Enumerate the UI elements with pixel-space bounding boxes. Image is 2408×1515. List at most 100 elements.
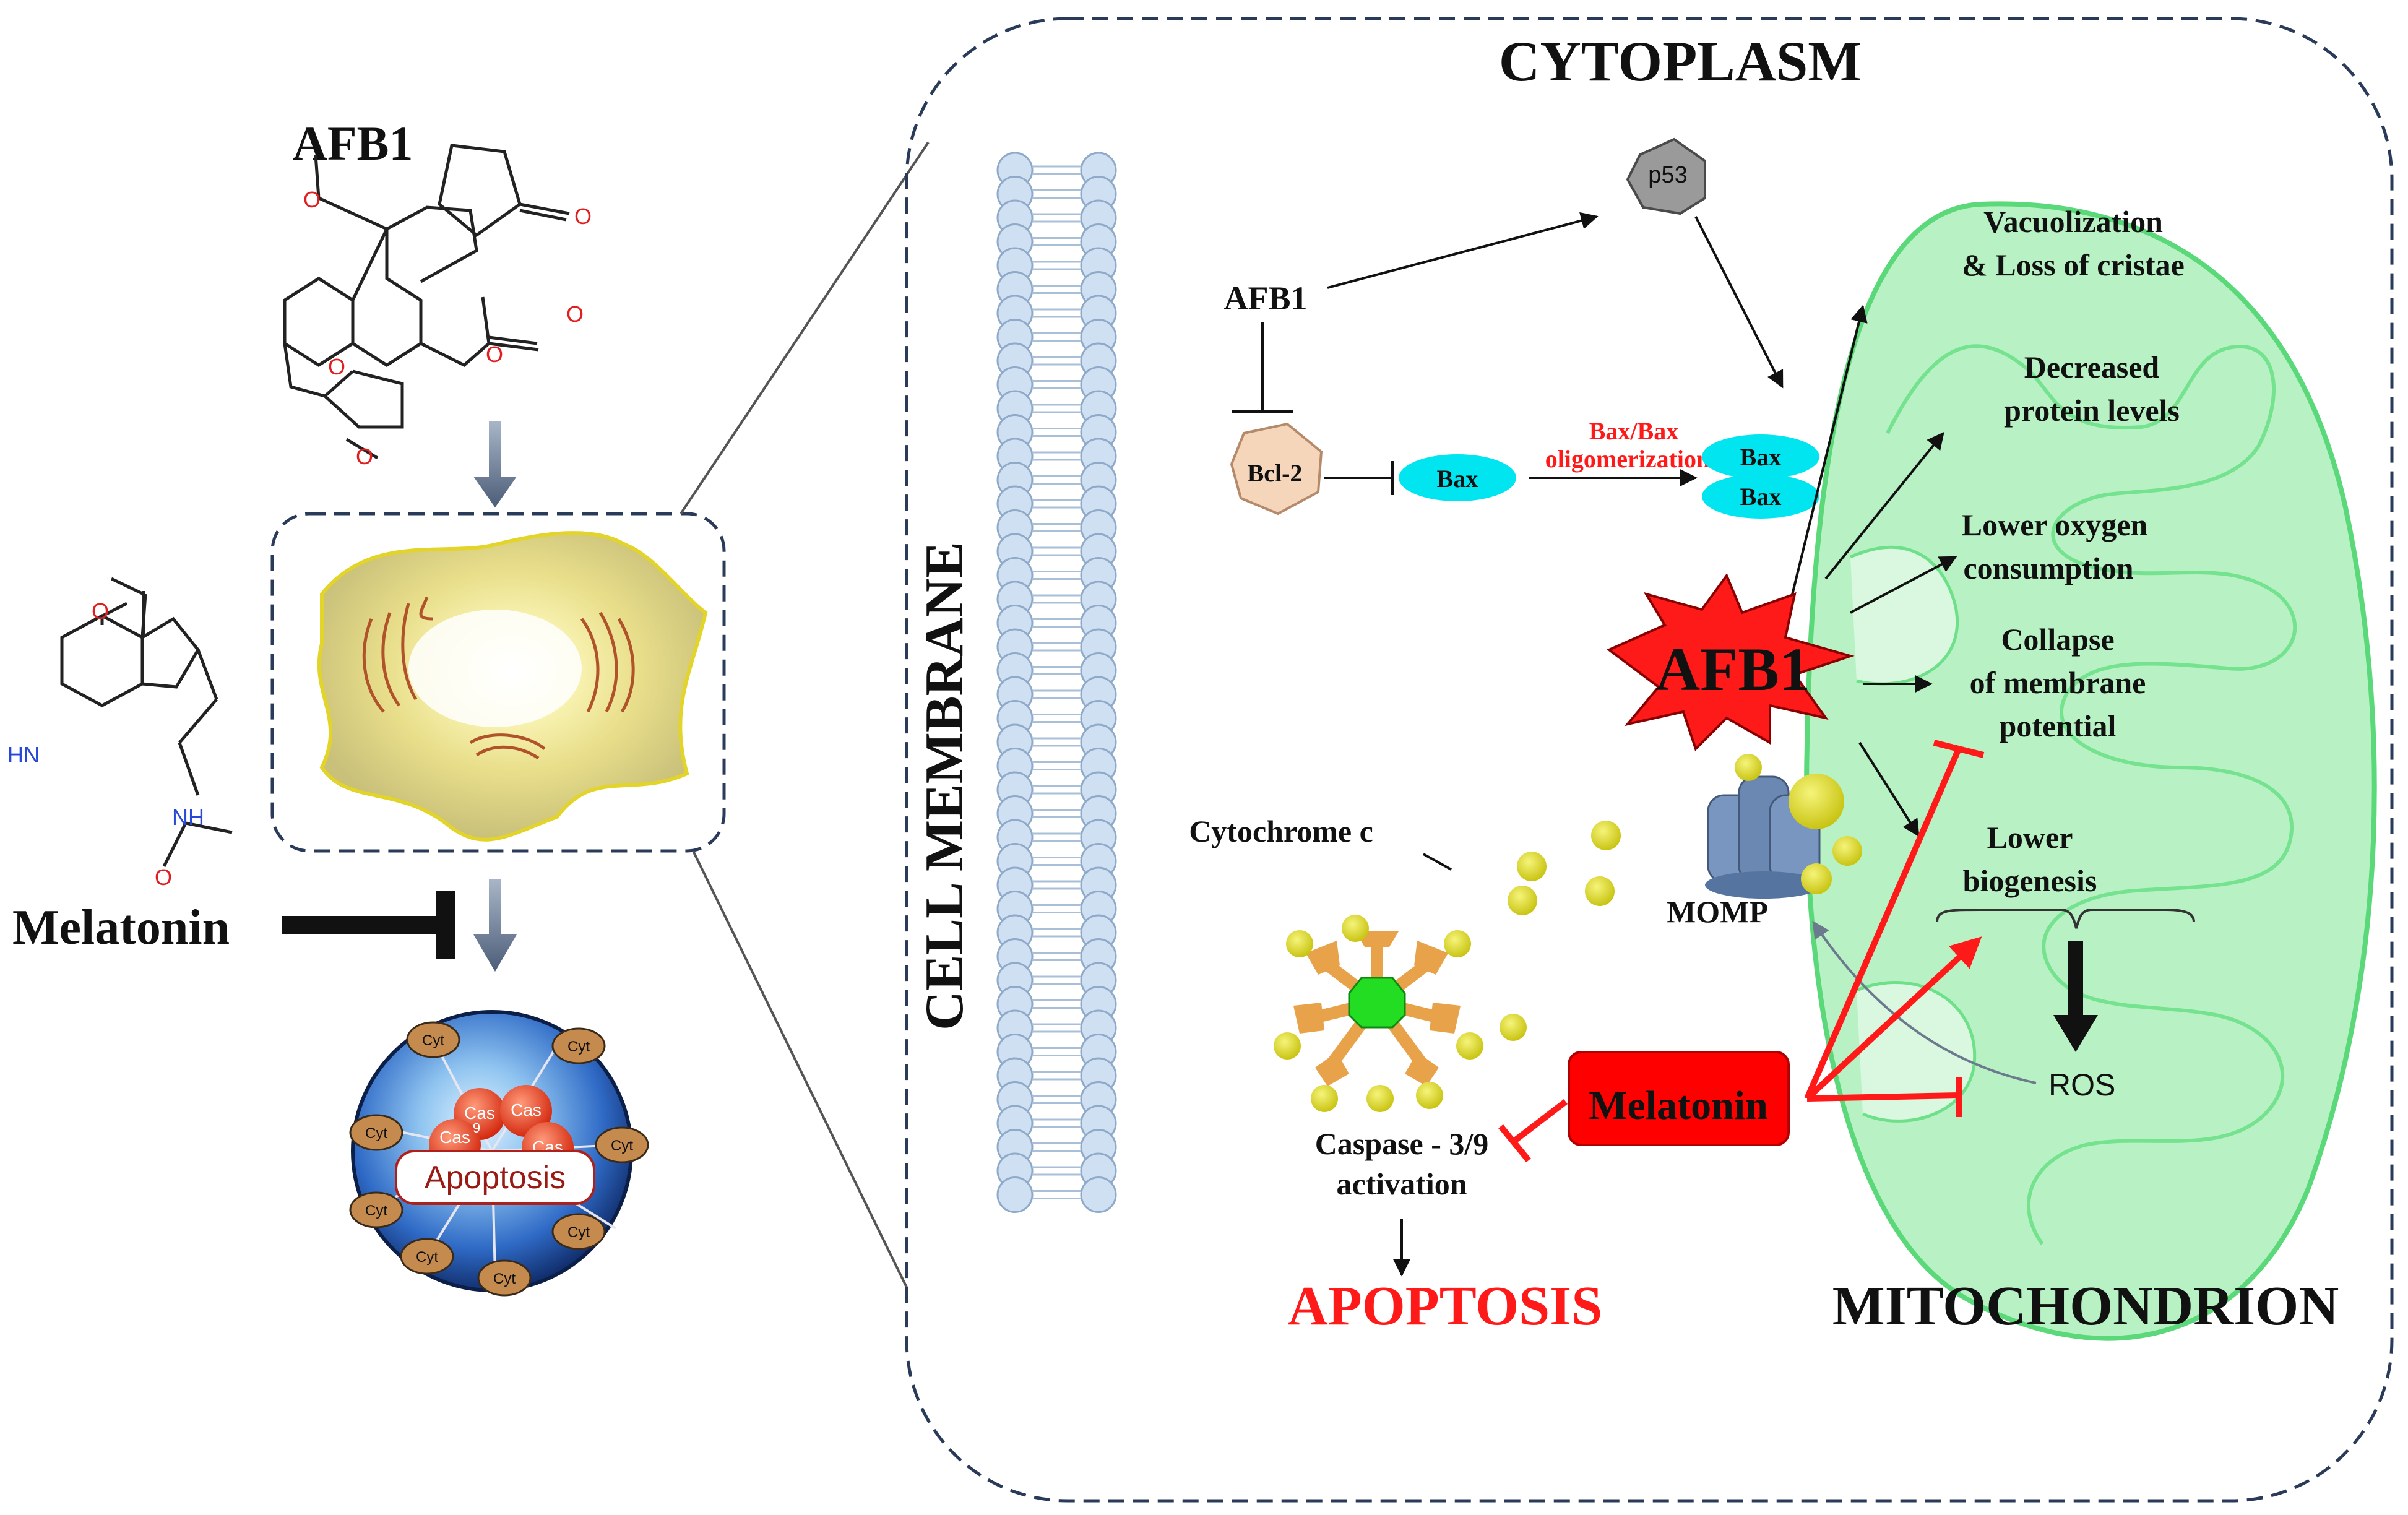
bcl2-label: Bcl-2 [1248,459,1303,487]
svg-text:Cyt: Cyt [567,1224,590,1241]
melatonin-structure-icon [60,591,233,868]
cell-dashed-frame [270,512,726,853]
cytoplasm-dashed-frame [905,17,2394,1503]
cytochrome-c-leader [1423,853,1452,871]
cytoplasm-title: CYTOPLASM [1499,30,1862,93]
nucleus [408,610,582,727]
p53-node [1626,137,1706,215]
oligomerization-label-2: oligomerization [1545,445,1711,473]
svg-text:Decreased: Decreased [2024,350,2160,384]
bax-oligomer-top-label: Bax [1740,443,1782,471]
p53-label: p53 [1648,162,1687,188]
arrow-to-ros [2053,941,2098,1052]
svg-text:Cas: Cas [464,1103,495,1123]
svg-text:HN: HN [7,742,40,767]
svg-text:Cyt: Cyt [422,1032,444,1049]
svg-text:O: O [155,865,172,890]
svg-text:O: O [356,444,373,469]
cyt-labels: Cyt Cyt Cyt Cyt Cyt Cyt Cyt Cyt [365,1032,633,1287]
bax-node [1399,454,1516,501]
svg-text:Lower oxygen: Lower oxygen [1962,507,2148,542]
melatonin-ring-bond [98,602,128,619]
zoom-line-top [680,141,930,515]
svg-text:Cas: Cas [439,1128,470,1147]
cytochrome-c-vesicles [1508,754,1862,915]
svg-text:Cas: Cas [511,1100,542,1120]
caspase-label-1: Caspase - 3/9 [1315,1126,1489,1161]
afb1-structure-icon [283,144,570,460]
svg-text:Vacuolization: Vacuolization [1983,204,2163,239]
apoptosis-sphere-badge [395,1150,595,1205]
svg-text:Collapse: Collapse [2001,622,2114,657]
bcl2-node [1230,422,1323,516]
apoptosis-sphere-label: Apoptosis [425,1160,566,1196]
apoptosome-icon [1274,915,1527,1112]
momp-channel-icon [1705,775,1823,899]
afb1-atom-labels: O O O O O O [303,187,592,469]
svg-text:consumption: consumption [1963,551,2133,585]
svg-text:Cyt: Cyt [365,1125,387,1142]
svg-text:O: O [574,204,592,229]
cell-membrane-bilayer [996,152,1117,1213]
cell-membrane-label: CELL MEMBRANE [915,542,975,1030]
endoplasmic-reticulum-icon [362,597,635,760]
melatonin-atom-labels: O HN NH O [7,598,204,890]
caspase-label-2: activation [1336,1167,1467,1201]
mitochondrion [1804,201,2377,1341]
mitochondrion-label: MITOCHONDRION [1832,1275,2339,1337]
inhibition-arrow [282,916,442,934]
bax-oligomer-bottom [1702,474,1819,519]
oligomerization-label-1: Bax/Bax [1589,417,1678,445]
arrow-afb1-to-p53 [1327,212,1599,289]
melatonin-box [1568,1051,1790,1146]
svg-text:protein levels: protein levels [2004,393,2180,428]
bax-oligomer-bottom-label: Bax [1740,483,1782,511]
svg-text:O: O [92,598,109,624]
svg-text:NH: NH [172,805,204,830]
cyt-molecules [349,1021,649,1297]
svg-text:Cyt: Cyt [611,1137,633,1154]
momp-label: MOMP [1667,894,1768,929]
svg-text:9: 9 [473,1120,480,1136]
ros-label: ROS [2048,1068,2115,1102]
afb1-star-icon [1607,572,1855,751]
svg-text:O: O [328,354,345,379]
svg-text:of membrane: of membrane [1970,665,2146,700]
inhibit-melatonin-caspase [1511,1099,1568,1144]
effect-arrows [1790,304,1957,837]
melatonin-inhibition-lines [1804,740,1985,1117]
melatonin-box-label: Melatonin [1589,1083,1768,1128]
down-arrow-icon [473,879,517,972]
inhibit-bar-caspase [1498,1124,1531,1163]
svg-text:O: O [486,342,503,367]
melatonin-methoxy-bond [110,577,145,596]
afb1-title: AFB1 [293,116,413,170]
svg-text:Lower: Lower [1987,820,2073,855]
svg-text:O: O [303,187,321,212]
arrow-p53-to-bax [1694,216,1784,389]
biogenesis-brace [1936,909,2195,929]
arrow-ros-to-momp [1812,920,2037,1084]
lipid-head [1080,1176,1117,1213]
svg-text:O: O [566,301,584,327]
effect-labels: Vacuolization & Loss of cristae Decrease… [1962,204,2185,898]
afb1-star-label: AFB1 [1655,635,1810,704]
apoptosis-label: APOPTOSIS [1288,1275,1603,1337]
down-arrow-icon [473,421,517,507]
svg-text:& Loss of cristae: & Loss of cristae [1962,248,2185,282]
svg-text:potential: potential [2000,709,2117,743]
svg-text:biogenesis: biogenesis [1963,863,2097,898]
zoom-line-bottom [692,850,908,1288]
cytochrome-c-label: Cytochrome c [1189,814,1373,848]
bax-label: Bax [1437,465,1478,493]
svg-text:Cyt: Cyt [493,1271,516,1287]
melatonin-label: Melatonin [12,900,230,955]
inhibition-bar [436,891,455,959]
afb1-node: AFB1 [1224,280,1308,317]
svg-text:Cyt: Cyt [416,1249,438,1266]
lipid-head [996,1176,1034,1213]
svg-text:Cyt: Cyt [567,1038,590,1055]
svg-text:Cyt: Cyt [365,1202,387,1219]
bax-oligomer-top [1702,434,1819,479]
